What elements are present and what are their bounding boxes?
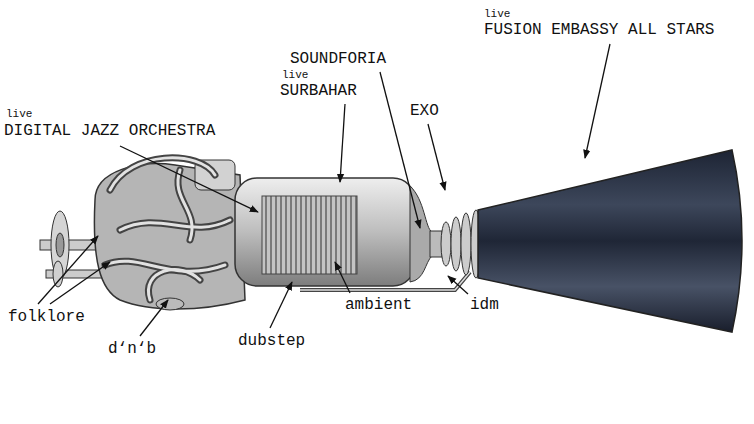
chamber-cooling <box>262 196 357 274</box>
leader-line <box>428 124 445 190</box>
flange <box>461 213 471 275</box>
disk <box>53 261 63 287</box>
chamber-shell <box>235 178 415 286</box>
leader-line <box>270 282 292 328</box>
leader-line <box>335 262 350 293</box>
leader-line <box>585 44 610 158</box>
flange <box>451 217 461 271</box>
part-label: SOUNDFORIA <box>290 50 386 68</box>
feed-pipe-highlight <box>300 272 470 290</box>
pipes <box>105 158 230 300</box>
live-tag: live <box>484 8 510 21</box>
part-label: DIGITAL JAZZ ORCHESTRA <box>4 122 215 140</box>
part-label: EXO <box>410 102 439 120</box>
leader-line <box>340 104 345 182</box>
leader-line <box>140 300 168 336</box>
combustion-chamber <box>235 178 470 290</box>
genre-label: idm <box>470 296 499 314</box>
throat-neck <box>430 231 442 257</box>
turbopump <box>40 158 245 310</box>
nozzle <box>478 150 742 332</box>
leader-line <box>50 262 110 304</box>
pump-foot <box>156 298 184 310</box>
live-tag: live <box>6 108 32 121</box>
pipe-highlights <box>105 158 230 300</box>
genre-label: folklore <box>8 308 85 326</box>
leader-line <box>448 276 468 294</box>
throat <box>410 186 481 282</box>
leader-line <box>380 72 420 228</box>
leader-line <box>38 236 98 304</box>
leader-lines <box>38 44 610 336</box>
part-label: FUSION EMBASSY ALL STARS <box>484 21 714 39</box>
live-tag: live <box>282 69 308 82</box>
genre-label: d‘n‘b <box>108 340 156 358</box>
leader-line <box>120 146 258 212</box>
part-label: SURBAHAR <box>280 82 357 100</box>
flange <box>441 222 451 266</box>
genre-label: dubstep <box>238 332 305 350</box>
feed-pipe <box>300 272 470 290</box>
disk-hub <box>56 233 64 257</box>
genre-label: ambient <box>345 296 412 314</box>
